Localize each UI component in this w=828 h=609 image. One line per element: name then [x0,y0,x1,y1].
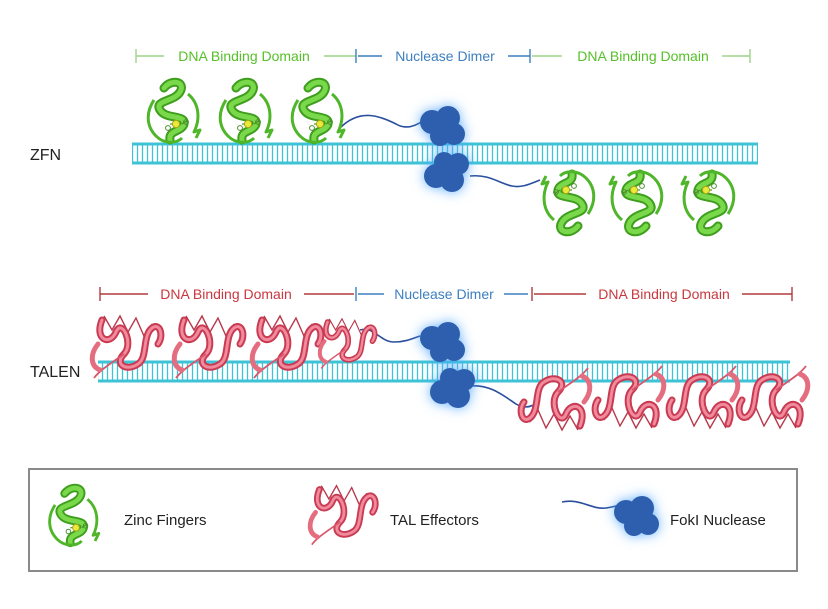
zinc-finger-icon [292,82,344,142]
zfn-dimer-label: Nuclease Dimer [395,48,495,64]
talen-brackets [99,287,793,301]
zinc-finger-icon [148,82,200,142]
zfn-linker-top [339,114,425,129]
talen-linker-bottom [469,385,541,408]
talen-right-domain-label: DNA Binding Domain [598,286,730,302]
talen-left-domain-label: DNA Binding Domain [160,286,292,302]
zinc-finger-icon [682,172,734,232]
legend-foki-nuclease-icon [561,496,659,536]
zfn-right-domain-label: DNA Binding Domain [577,48,709,64]
zinc-finger-icon [542,172,594,232]
legend-tal-label: TAL Effectors [390,512,479,529]
talen-linker-top [359,328,421,343]
legend-zinc-label: Zinc Fingers [124,512,207,529]
legend-foki-label: FokI Nuclease [670,512,766,529]
talen-row-label: TALEN [30,364,80,381]
zfn-row-label: ZFN [30,147,61,164]
zinc-finger-icon [610,172,662,232]
zfn-brackets [135,49,751,63]
zinc-finger-icon [220,82,272,142]
talen-dimer-label: Nuclease Dimer [394,286,494,302]
zfn-left-domain-label: DNA Binding Domain [178,48,310,64]
zfn-linker-bottom [469,174,541,188]
legend-box [28,468,798,572]
